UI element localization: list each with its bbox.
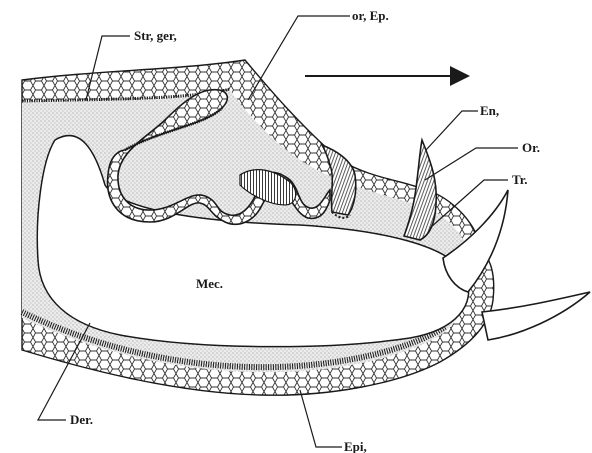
label-tr: Tr. — [512, 172, 528, 187]
leader-epi — [300, 390, 342, 447]
label-or-ep: or, Ep. — [352, 8, 389, 23]
leader-en — [426, 111, 478, 150]
label-en: En, — [480, 103, 499, 118]
label-epi: Epi, — [344, 439, 367, 453]
leader-or — [425, 148, 518, 180]
label-str-ger: Str, ger, — [134, 28, 177, 43]
label-der: Der. — [70, 412, 93, 427]
label-mec: Mec. — [196, 276, 223, 291]
claw-tip — [482, 292, 590, 340]
direction-arrow-head — [450, 66, 470, 86]
label-or: Or. — [522, 140, 540, 155]
